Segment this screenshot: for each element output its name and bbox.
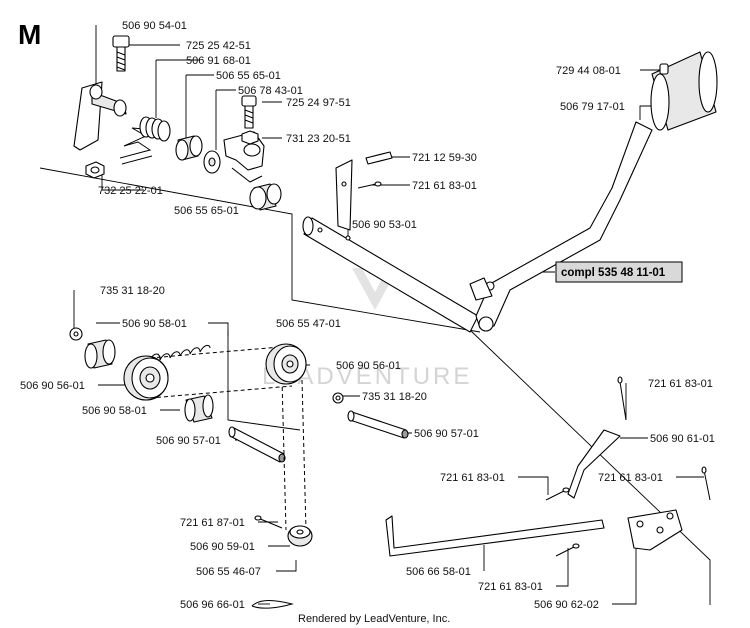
callout: 506 90 58-01: [82, 405, 147, 417]
assembly-box[interactable]: [555, 261, 683, 283]
callout: 506 90 62-02: [534, 599, 599, 611]
callout: 721 61 87-01: [180, 517, 245, 529]
callout: 721 12 59-30: [412, 152, 477, 164]
callout: 735 31 18-20: [362, 391, 427, 403]
callout: 506 55 65-01: [216, 70, 281, 82]
callout: 725 25 42-51: [186, 40, 251, 52]
spacer-left: [84, 339, 116, 369]
callout: 506 90 57-01: [414, 428, 479, 440]
handle-lever: [469, 121, 653, 332]
wire-spring-clip: [119, 127, 157, 165]
callout: 506 66 58-01: [406, 566, 471, 578]
callout: 721 61 83-01: [412, 180, 477, 192]
callout: 735 31 18-20: [100, 285, 165, 297]
footer-credit: Rendered by LeadVenture, Inc.: [298, 613, 450, 625]
callout: 506 79 17-01: [560, 101, 625, 113]
nut-mid: [241, 130, 259, 145]
cotter-pin-right-low: [555, 543, 580, 557]
cotter-pin-right-top: [617, 376, 627, 421]
callout: 731 23 20-51: [286, 133, 351, 145]
callout: 506 90 59-01: [190, 541, 255, 553]
bell-crank: [627, 509, 683, 551]
hairpin-clip: [251, 600, 294, 609]
spacer-left-2: [184, 394, 214, 423]
callout: 721 61 83-01: [478, 581, 543, 593]
callout: 732 25 22-01: [98, 185, 163, 197]
washer-left: [69, 327, 83, 341]
callout: 506 78 43-01: [238, 85, 303, 97]
callout: 725 24 97-51: [286, 97, 351, 109]
idler-pulley: [287, 525, 313, 547]
pin-left: [228, 426, 286, 463]
assembly-label: compl 535 48 11-01: [561, 267, 666, 279]
callout: 506 90 56-01: [336, 360, 401, 372]
link-rod-upper: [567, 429, 621, 499]
callout: 729 44 08-01: [556, 65, 621, 77]
roll-pin: [365, 151, 393, 165]
callout-labels: 506 90 54-01 725 25 42-51 506 91 68-01 5…: [20, 20, 715, 611]
link-rod-lower: [385, 515, 605, 557]
cotter-pin-right-far: [701, 466, 711, 501]
assembly-callout[interactable]: compl 535 48 11-01: [555, 261, 683, 283]
v-belt: [149, 345, 307, 531]
pivot-bracket: [73, 81, 127, 151]
bushing-3: [249, 183, 282, 211]
bracket-plate: [335, 159, 353, 231]
callout: 506 55 65-01: [174, 205, 239, 217]
washer-center: [332, 392, 344, 404]
bushing-2: [203, 150, 221, 174]
cotter-pin-lower: [254, 515, 283, 529]
pulley-left: [123, 355, 169, 401]
cotter-pin-right-mid: [545, 487, 570, 501]
callout: 506 55 47-01: [276, 318, 341, 330]
callout: 721 61 83-01: [648, 378, 713, 390]
callout: 506 96 66-01: [180, 599, 245, 611]
pin-center: [347, 410, 409, 439]
leader-lines: [39, 25, 711, 605]
callout: 506 90 54-01: [122, 20, 187, 32]
cotter-pin-1: [357, 181, 382, 189]
bushing-1: [175, 135, 203, 161]
bolt-mid: [241, 95, 257, 129]
callout: 506 91 68-01: [186, 55, 251, 67]
section-letter: M: [18, 19, 41, 50]
callout: 721 61 83-01: [440, 472, 505, 484]
nut-lower: [85, 161, 105, 179]
pulley-center: [265, 343, 307, 385]
callout: 506 55 46-07: [196, 566, 261, 578]
callout: 506 90 57-01: [156, 435, 221, 447]
callout: 506 90 56-01: [20, 380, 85, 392]
coil-spring: [139, 116, 171, 142]
tension-spring: [149, 344, 211, 361]
callout: 721 61 83-01: [598, 472, 663, 484]
bolt-top: [112, 35, 130, 72]
grip-screw: [659, 63, 669, 75]
callout: 506 90 58-01: [122, 318, 187, 330]
callout: 506 90 53-01: [352, 219, 417, 231]
cross-shaft: [302, 216, 479, 333]
callout: 506 90 61-01: [650, 433, 715, 445]
